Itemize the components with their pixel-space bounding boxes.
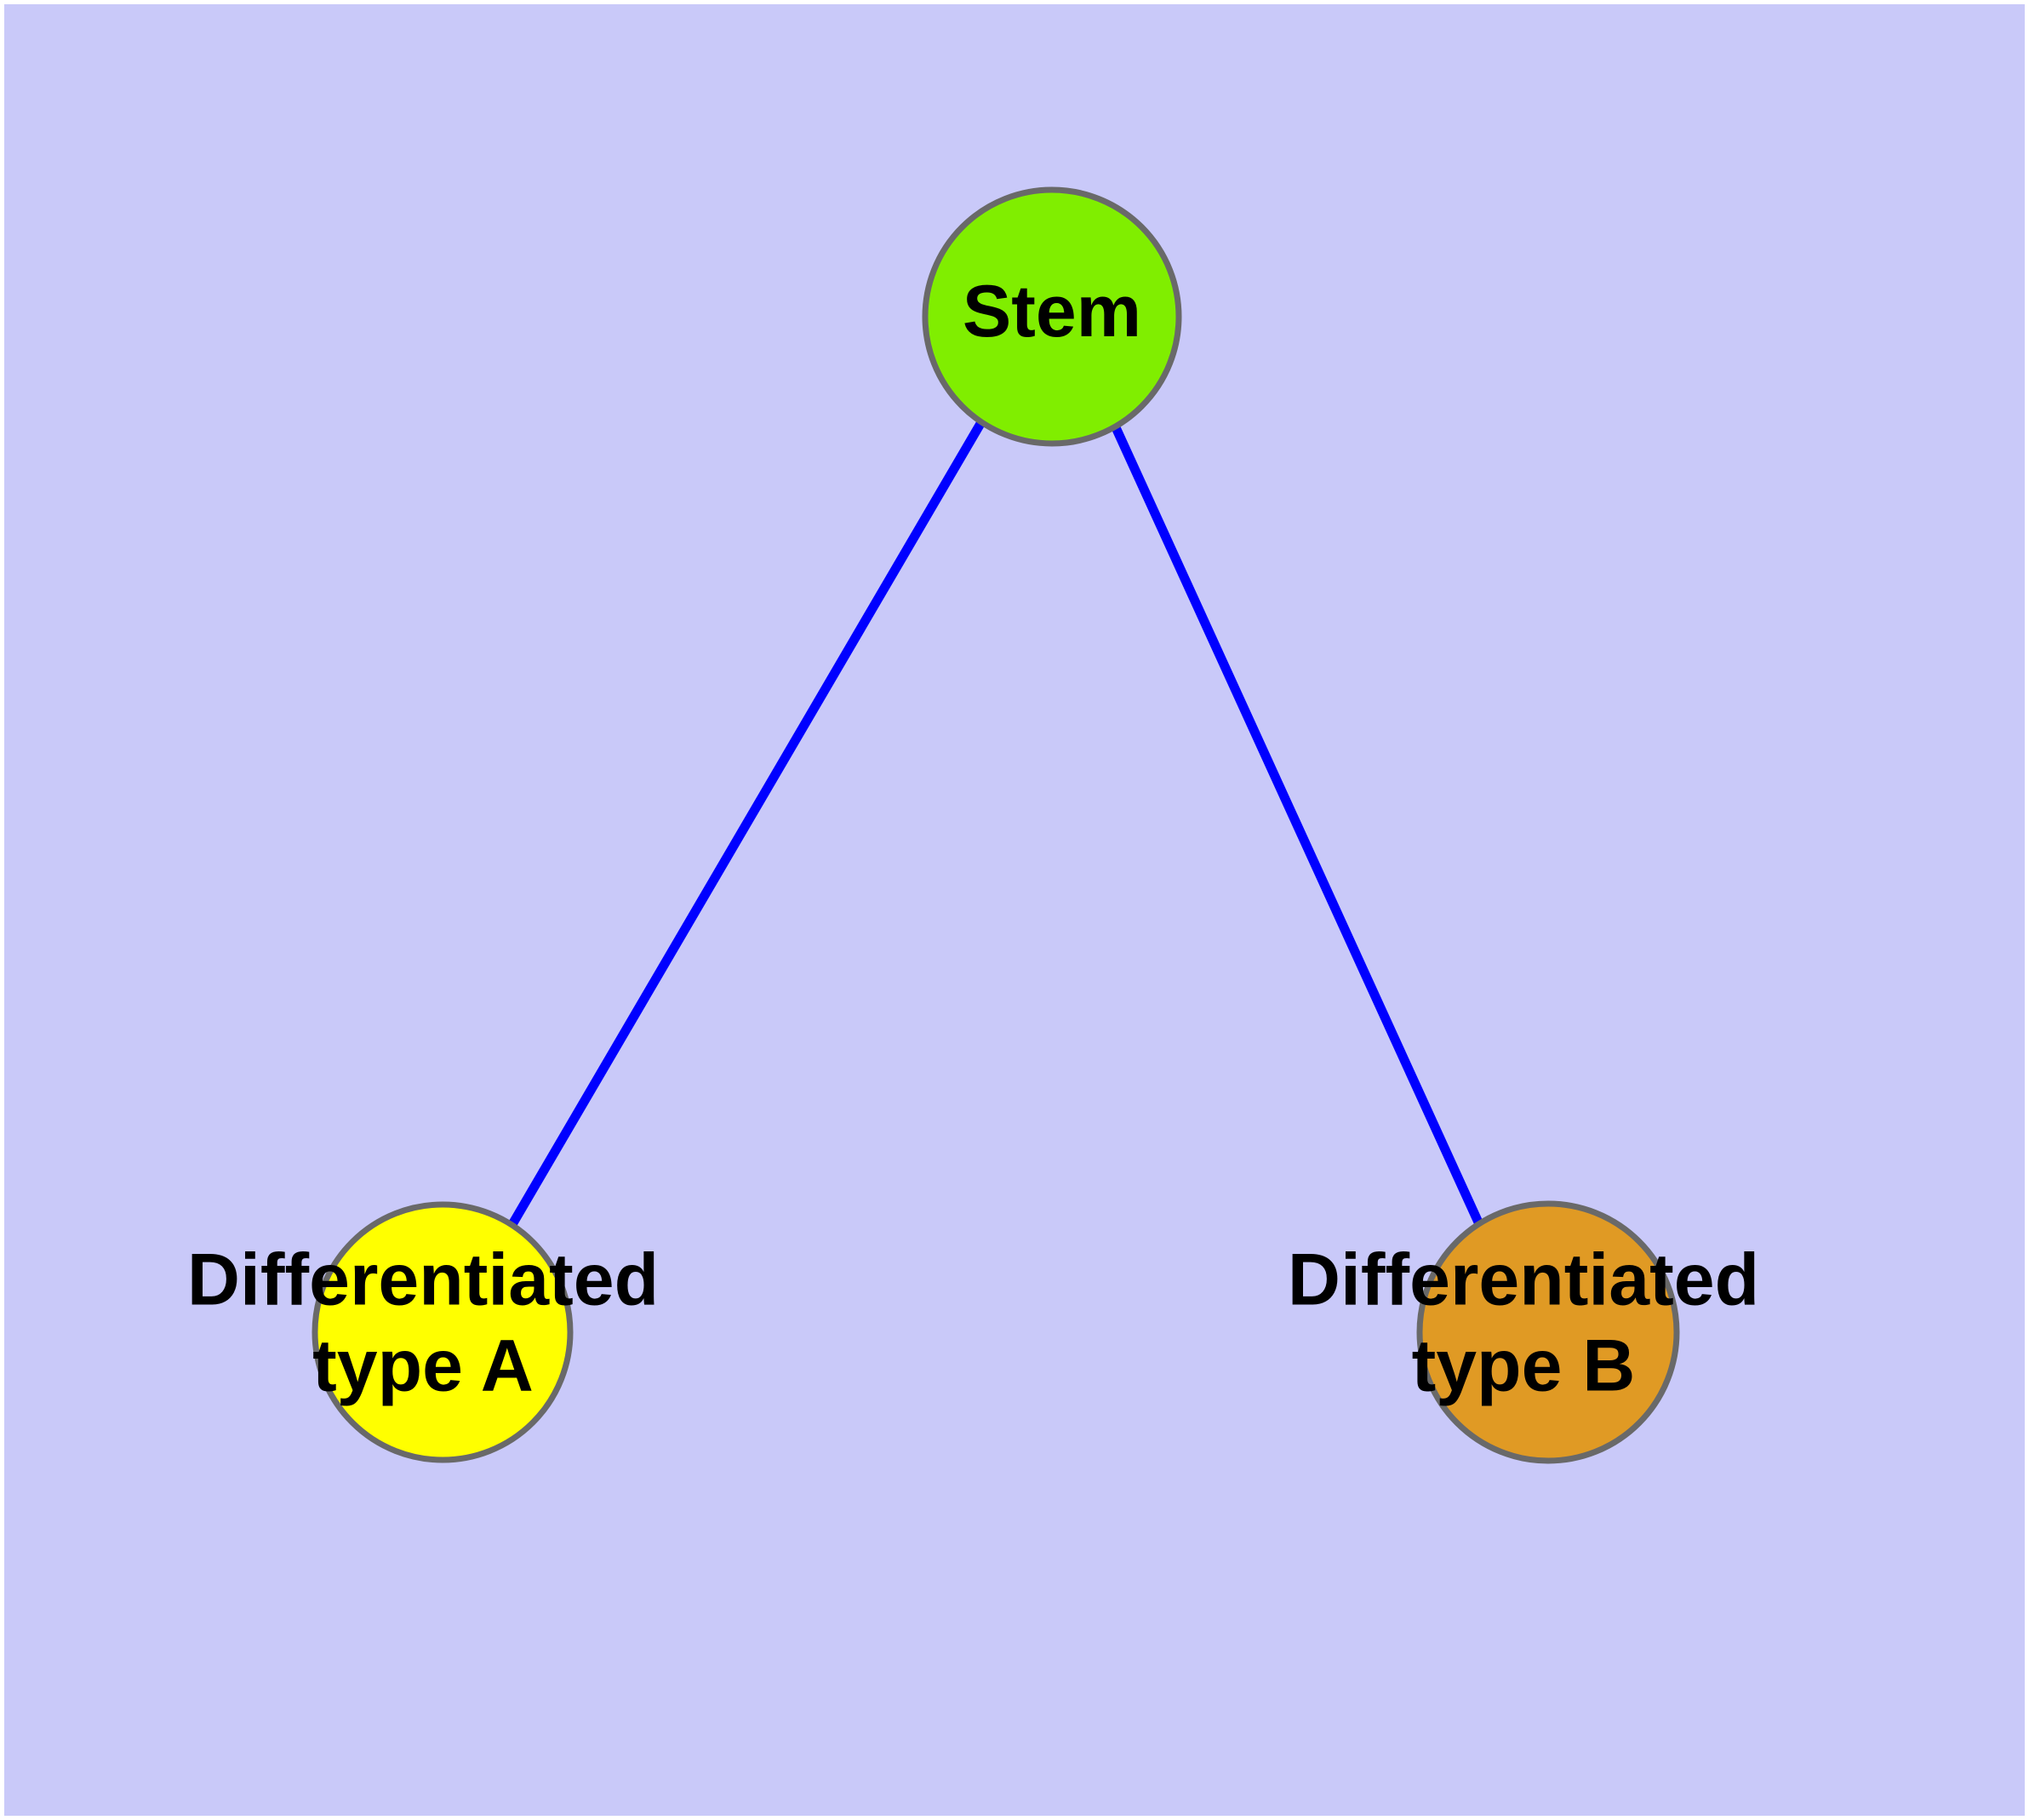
edge-stem-to-differentiated-type-a[interactable] [507, 420, 986, 1228]
node-label-stem: Stem [963, 271, 1141, 352]
node-circle-differentiated-type-b[interactable] [1416, 1200, 1680, 1464]
node-circle-differentiated-type-a[interactable] [311, 1201, 574, 1463]
edge-stem-to-differentiated-type-b[interactable] [1110, 423, 1484, 1227]
edges-layer [507, 420, 1484, 1228]
node-circle-stem[interactable] [922, 186, 1182, 447]
node-stem[interactable]: Stem [922, 186, 1182, 447]
